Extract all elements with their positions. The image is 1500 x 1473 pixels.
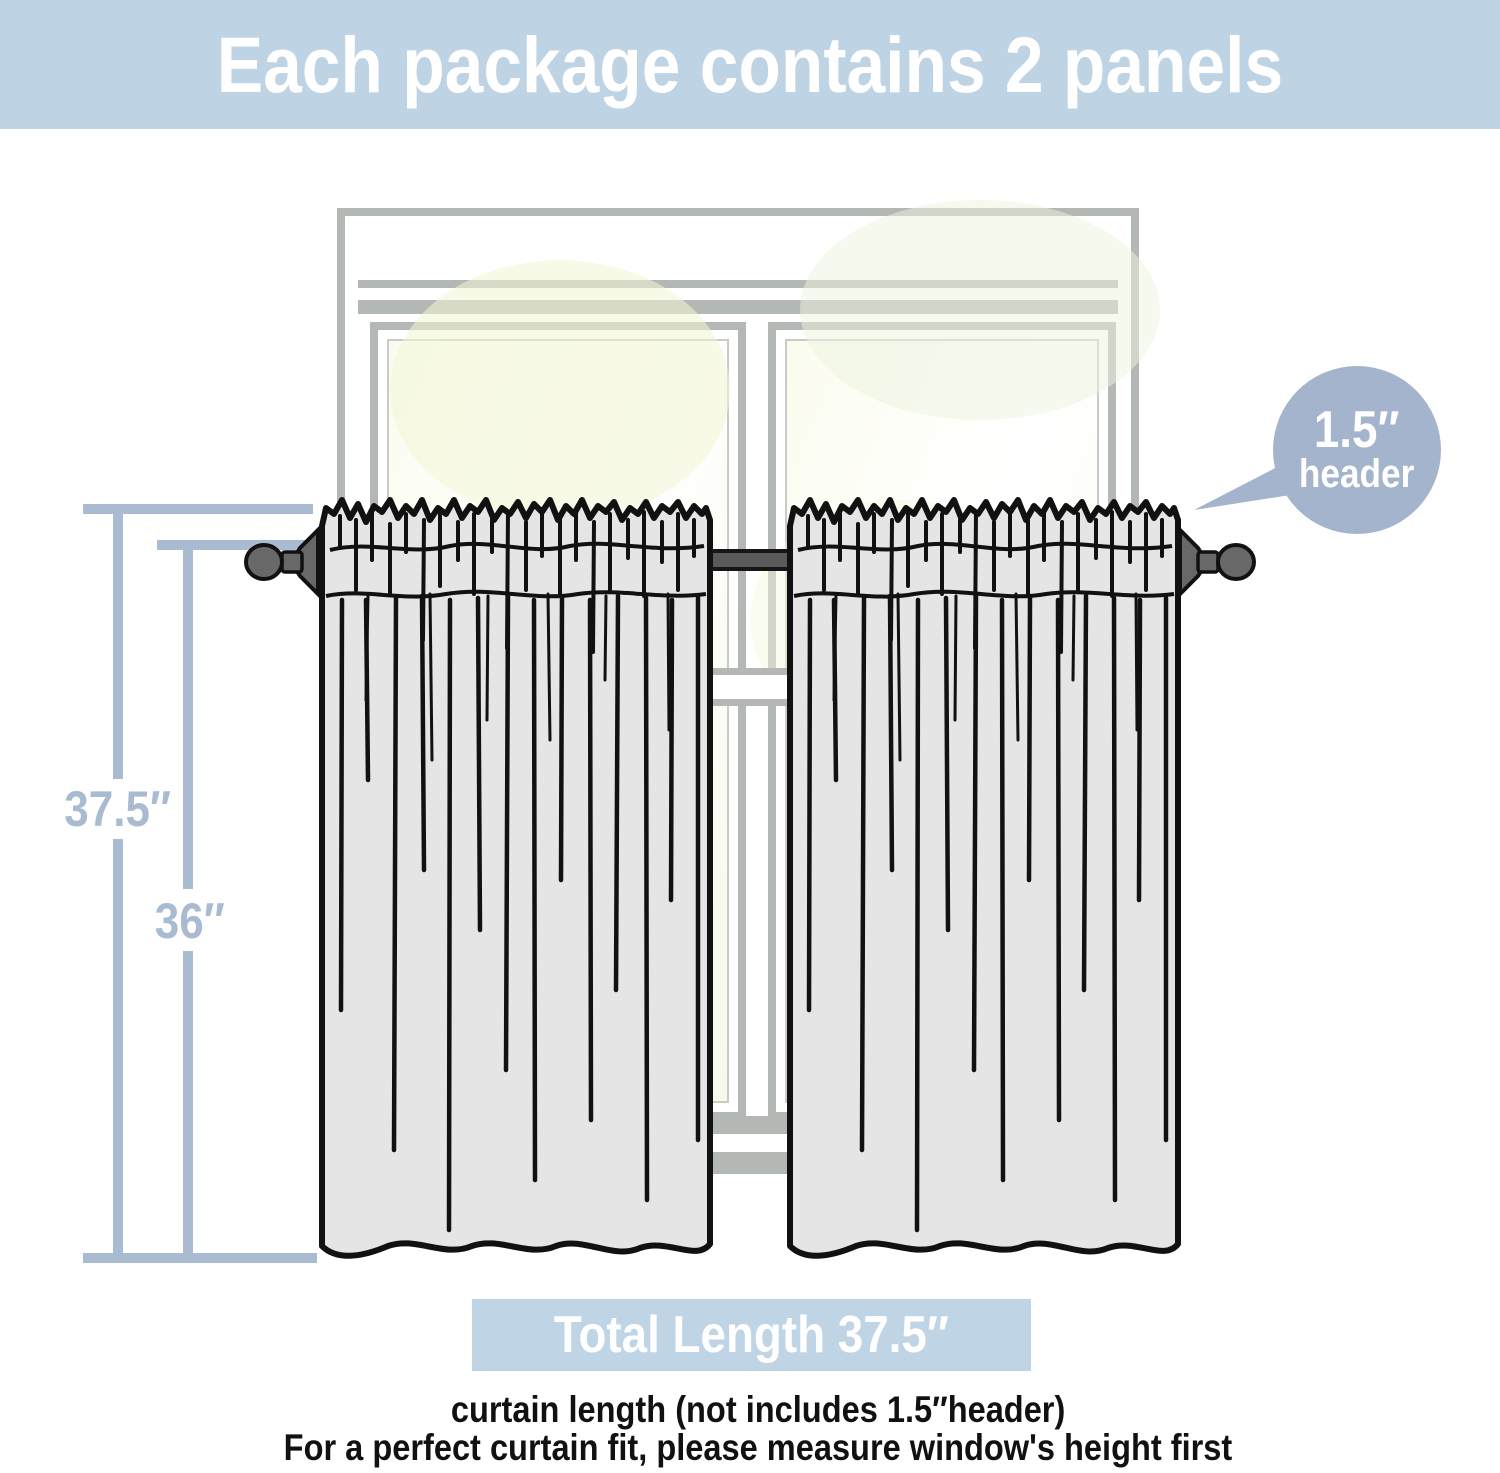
right-finial-icon xyxy=(1178,525,1256,599)
curtain-length-label: 36″ xyxy=(154,893,226,949)
dimension-lines xyxy=(83,504,317,1263)
callout-size-text: 1.5″ xyxy=(1314,401,1400,459)
total-height-label: 37.5″ xyxy=(64,781,172,837)
callout-header-text: header xyxy=(1299,452,1415,496)
note-line-2: For a perfect curtain fit, please measur… xyxy=(283,1427,1233,1468)
note-line-1: curtain length (not includes 1.5″header) xyxy=(450,1389,1066,1430)
total-length-text: Total Length 37.5″ xyxy=(554,1306,949,1364)
left-curtain-panel xyxy=(322,500,710,1256)
banner-title: Each package contains 2 panels xyxy=(216,19,1284,109)
header-banner: Each package contains 2 panels xyxy=(0,0,1500,129)
total-length-box: Total Length 37.5″ xyxy=(472,1299,1031,1371)
right-curtain-panel xyxy=(790,500,1178,1256)
callout-bubble xyxy=(1194,366,1441,534)
left-finial-icon xyxy=(244,525,320,599)
